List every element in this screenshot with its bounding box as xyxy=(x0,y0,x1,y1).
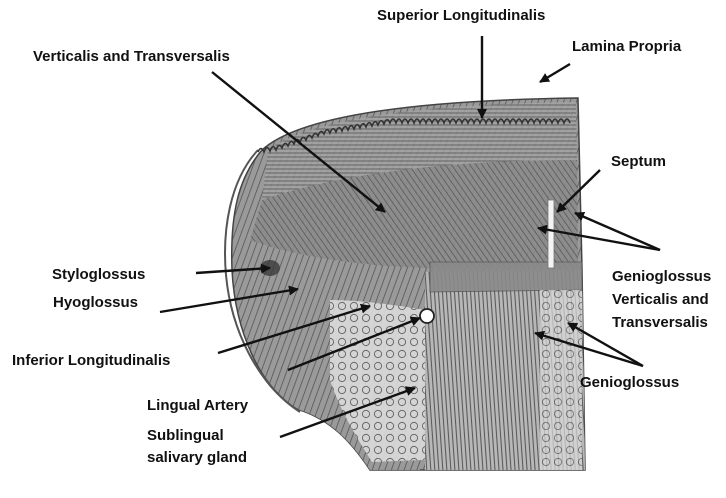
label-superior-longitudinalis: Superior Longitudinalis xyxy=(377,6,545,25)
label-genioglossus-vt-line2: Verticalis and xyxy=(612,290,709,309)
label-septum: Septum xyxy=(611,152,666,171)
lingual-artery-circle xyxy=(420,309,434,323)
label-genioglossus: Genioglossus xyxy=(580,373,679,392)
septum-mark xyxy=(548,200,554,268)
label-lamina-propria: Lamina Propria xyxy=(572,37,681,56)
label-genioglossus-vt-line3: Transversalis xyxy=(612,313,708,332)
arrow-genioglossus-vt-a xyxy=(575,213,660,250)
arrow-lamina-propria xyxy=(540,64,570,82)
label-inferior-longitudinalis: Inferior Longitudinalis xyxy=(12,351,170,370)
label-sublingual-line1: Sublingual xyxy=(147,426,224,445)
genioglossus-strip xyxy=(540,290,582,470)
label-sublingual-line2: salivary gland xyxy=(147,448,247,467)
label-styloglossus: Styloglossus xyxy=(52,265,145,284)
label-verticalis-transversalis: Verticalis and Transversalis xyxy=(33,47,230,66)
label-hyoglossus: Hyoglossus xyxy=(53,293,138,312)
label-lingual-artery: Lingual Artery xyxy=(147,396,248,415)
label-genioglossus-vt-line1: Genioglossus xyxy=(612,267,711,286)
horizontal-band xyxy=(430,262,582,292)
